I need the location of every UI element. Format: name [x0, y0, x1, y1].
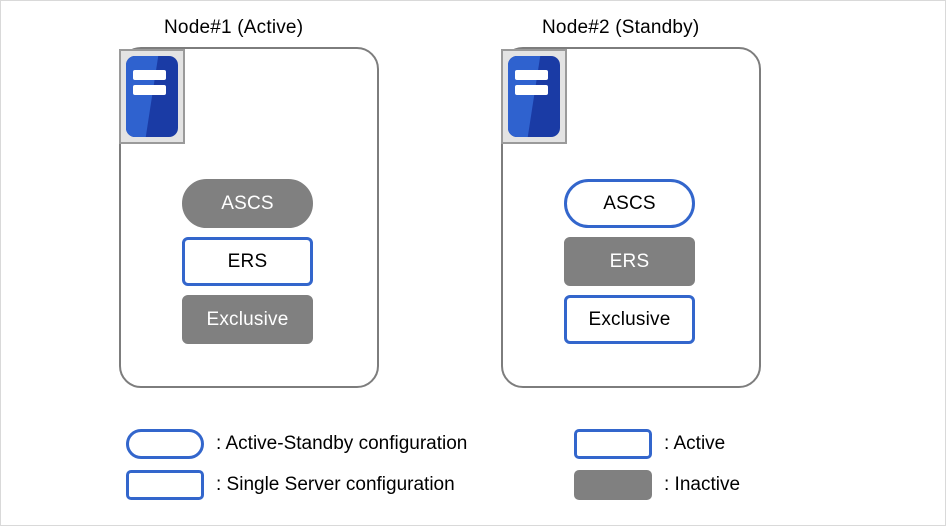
server-icon-sheen: [126, 56, 159, 137]
legend-item-active-standby: : Active-Standby configuration: [126, 429, 467, 459]
legend-label-single-server: : Single Server configuration: [216, 474, 455, 495]
server-icon-bar-top: [133, 69, 166, 80]
server-icon: [119, 49, 185, 144]
legend-item-single-server: : Single Server configuration: [126, 470, 455, 500]
service-box-ascs-node2[interactable]: ASCS: [564, 179, 695, 228]
server-icon-body: [508, 56, 560, 137]
service-box-exclusive-node1[interactable]: Exclusive: [182, 295, 313, 344]
legend-item-inactive: : Inactive: [574, 470, 740, 500]
server-icon: [501, 49, 567, 144]
server-icon-bar-top: [515, 69, 548, 80]
server-icon-body: [126, 56, 178, 137]
service-box-exclusive-node2[interactable]: Exclusive: [564, 295, 695, 344]
server-icon-bar-bottom: [515, 85, 548, 96]
legend-item-active: : Active: [574, 429, 725, 459]
service-box-ers-node1[interactable]: ERS: [182, 237, 313, 286]
legend-label-inactive: : Inactive: [664, 474, 741, 495]
server-icon-sheen: [508, 56, 541, 137]
service-box-ers-node2[interactable]: ERS: [564, 237, 695, 286]
legend-swatch-active: [574, 429, 652, 459]
legend-swatch-rect-active: [126, 470, 204, 500]
legend-label-active: : Active: [664, 433, 726, 454]
node-title-1: Node#1 (Active): [164, 17, 304, 38]
server-icon-bar-bottom: [133, 85, 166, 96]
legend-swatch-pill-active: [126, 429, 204, 459]
node-title-2: Node#2 (Standby): [542, 17, 700, 38]
legend-swatch-inactive: [574, 470, 652, 500]
legend-label-active-standby: : Active-Standby configuration: [216, 433, 468, 454]
service-box-ascs-node1[interactable]: ASCS: [182, 179, 313, 228]
